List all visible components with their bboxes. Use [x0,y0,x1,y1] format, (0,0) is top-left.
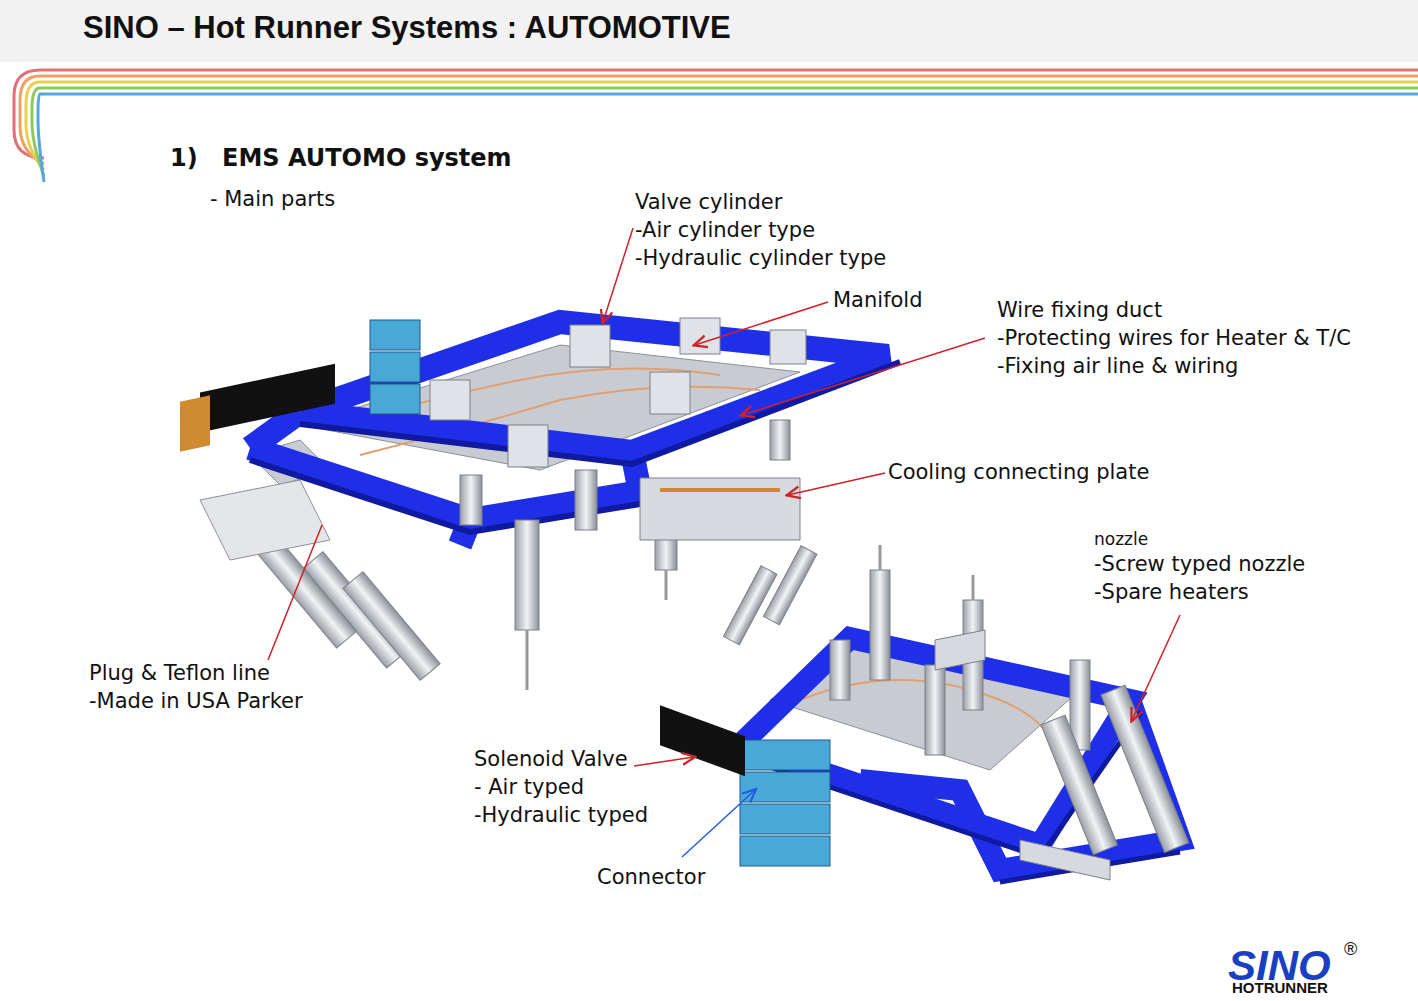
callout-note: -Made in USA Parker [89,688,303,715]
callout-note: -Hydraulic cylinder type [635,245,886,272]
logo-subtext: HOTRUNNER [1232,978,1328,998]
callout-note: -Spare heaters [1094,579,1249,606]
leader-line [682,790,755,857]
callout-label: Wire fixing duct [997,297,1162,324]
callout-note: -Protecting wires for Heater & T/C [997,325,1351,352]
subtitle: - Main parts [210,186,335,213]
callout-label: Connector [597,864,705,891]
callout-note: -Air cylinder type [635,217,815,244]
section-title: EMS AUTOMO system [222,143,512,174]
upper-hot-runner [180,318,900,690]
header-band [0,0,1418,62]
callout-label: Cooling connecting plate [888,459,1149,486]
callout-note: -Screw typed nozzle [1094,551,1305,578]
callout-label: Plug & Teflon line [89,660,270,687]
trademark-mark: ® [1344,938,1357,961]
slide-title: SINO – Hot Runner Systems : AUTOMOTIVE [83,10,731,46]
leader-lines [268,228,1180,766]
callout-note: -Fixing air line & wiring [997,353,1238,380]
section-number: 1) [170,143,198,174]
callout-label: nozzle [1094,528,1148,550]
callout-note: - Air typed [474,774,584,801]
rainbow-lines [14,70,1418,182]
callout-label: Manifold [833,287,923,314]
callout-note: -Hydraulic typed [474,802,648,829]
callout-label: Solenoid Valve [474,746,628,773]
callout-label: Valve cylinder [635,189,782,216]
